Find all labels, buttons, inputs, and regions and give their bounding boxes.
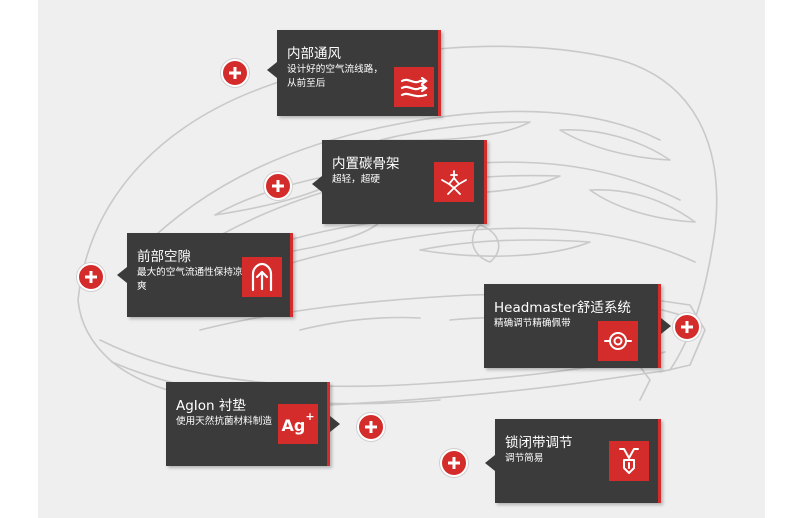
feature-title: Headmaster舒适系统 [494, 300, 631, 316]
feature-description: 超轻，超硬 [332, 174, 380, 185]
accent-edge [290, 233, 293, 317]
feature-card-agion-pads: AgIon 衬垫 使用天然抗菌材料制造 Ag + [166, 382, 340, 466]
feature-title: 锁闭带调节 [505, 435, 573, 451]
plus-icon [365, 421, 377, 433]
plus-icon [681, 321, 693, 333]
feature-description: 调节简易 [505, 453, 544, 464]
feature-card-ventilation: 内部通风 设计好的空气流线路，从前至后 [267, 30, 441, 116]
feature-title: 前部空隙 [137, 249, 191, 265]
ag-icon-label: Ag [281, 415, 306, 435]
accent-edge [438, 30, 441, 116]
plus-glyph-icon: + [305, 409, 315, 423]
airflow-icon [394, 67, 434, 107]
ventilation-hotspot-button[interactable] [221, 59, 249, 87]
accent-edge [327, 382, 330, 466]
carbon-frame-hotspot-button[interactable] [264, 172, 292, 200]
feature-description: 精确调节精确佩带 [494, 318, 571, 329]
buckle-icon [609, 441, 649, 481]
feature-description: 设计好的空气流线路，从前至后 [287, 64, 383, 89]
agion-hotspot-button[interactable] [357, 413, 385, 441]
carbon-frame-icon [434, 162, 474, 202]
plus-icon [448, 457, 460, 469]
feature-title: AgIon 衬垫 [176, 398, 246, 414]
accent-edge [658, 419, 661, 503]
feature-description: 使用天然抗菌材料制造 [176, 416, 272, 427]
feature-card-front-vents: 前部空隙 最大的空气流通性保持凉爽 [117, 233, 293, 317]
plus-icon [272, 180, 284, 192]
plus-icon [229, 67, 241, 79]
feature-card-headmaster-system: Headmaster舒适系统 精确调节精确佩带 [484, 284, 671, 368]
buckle-hotspot-button[interactable] [440, 449, 468, 477]
front-vent-icon [242, 257, 282, 297]
plus-icon [85, 271, 97, 283]
feature-title: 内部通风 [287, 46, 341, 62]
headmaster-hotspot-button[interactable] [673, 313, 701, 341]
ag-plus-icon: Ag + [278, 404, 318, 444]
headmaster-dial-icon [598, 321, 638, 361]
accent-edge [658, 284, 661, 368]
front-vents-hotspot-button[interactable] [77, 263, 105, 291]
accent-edge [484, 140, 487, 224]
feature-description: 最大的空气流通性保持凉爽 [137, 267, 243, 292]
feature-card-buckle-adjust: 锁闭带调节 调节简易 [485, 419, 661, 503]
feature-title: 内置碳骨架 [332, 156, 400, 172]
feature-card-carbon-frame: 内置碳骨架 超轻，超硬 [312, 140, 487, 224]
